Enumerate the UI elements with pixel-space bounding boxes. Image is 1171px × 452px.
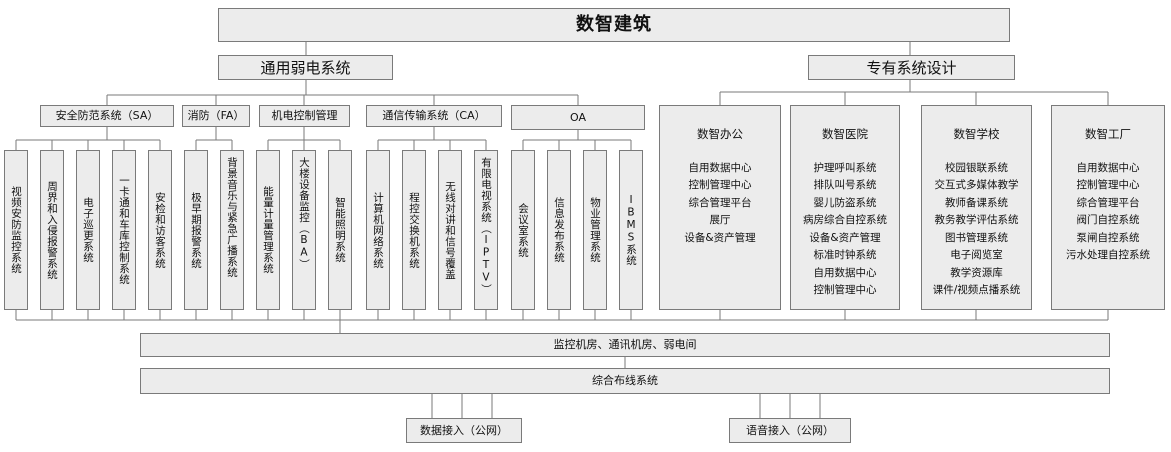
list-item: 展厅 xyxy=(709,214,731,227)
list-item: 病房综合自控系统 xyxy=(803,214,887,227)
list-item: 电子阅览室 xyxy=(950,249,1003,262)
list-item: 设备&资产管理 xyxy=(809,231,881,244)
item-ibms: IBMS系统 xyxy=(619,150,643,310)
item-energy-metering: 能量计量管理系统 xyxy=(256,150,280,310)
group-security: 安全防范系统（SA） xyxy=(40,105,174,127)
list-item: 排队叫号系统 xyxy=(813,179,877,192)
root-node: 数智建筑 xyxy=(218,8,1010,42)
list-item: 控制管理中心 xyxy=(688,179,752,192)
group-fire: 消防（FA） xyxy=(182,105,250,127)
item-card-and-garage: 一卡通和车库控制系统 xyxy=(112,150,136,310)
list-item: 标准时钟系统 xyxy=(813,249,877,262)
group-communication: 通信传输系统（CA） xyxy=(366,105,502,127)
list-item: 综合管理平台 xyxy=(688,196,752,209)
group-oa: OA xyxy=(511,105,645,130)
item-property-management: 物业管理系统 xyxy=(583,150,607,310)
column-smart-office: 数智办公 自用数据中心 控制管理中心 综合管理平台 展厅 设备&资产管理 xyxy=(659,105,781,310)
list-item: 设备&资产管理 xyxy=(684,231,756,244)
list-item: 自用数据中心 xyxy=(688,161,752,174)
machine-room-bar: 监控机房、通讯机房、弱电间 xyxy=(140,333,1110,357)
list-item: 教师备课系统 xyxy=(945,196,1008,209)
column-smart-factory: 数智工厂 自用数据中心 控制管理中心 综合管理平台 阀门自控系统 泵闸自控系统 … xyxy=(1051,105,1165,310)
item-building-automation: 大楼设备监控（BA） xyxy=(292,150,316,310)
item-perimeter-intrusion-alarm: 周界和入侵报警系统 xyxy=(40,150,64,310)
list-item: 综合管理平台 xyxy=(1076,196,1140,209)
list-item: 课件/视频点播系统 xyxy=(932,284,1021,297)
item-wireless-intercom: 无线对讲和信号覆盖 xyxy=(438,150,462,310)
list-item: 护理呼叫系统 xyxy=(813,161,877,174)
list-item: 控制管理中心 xyxy=(1076,179,1140,192)
list-item: 控制管理中心 xyxy=(813,284,877,297)
item-pbx: 程控交换机系统 xyxy=(402,150,426,310)
item-meeting-room: 会议室系统 xyxy=(511,150,535,310)
general-systems-node: 通用弱电系统 xyxy=(218,55,393,80)
list-item: 教务教学评估系统 xyxy=(934,214,1019,227)
voice-access-node: 语音接入（公网） xyxy=(729,418,851,443)
item-cable-tv-iptv: 有限电视系统（IPTV） xyxy=(474,150,498,310)
column-title: 数智学校 xyxy=(953,127,1000,141)
column-smart-school: 数智学校 校园银联系统 交互式多媒体教学 教师备课系统 教务教学评估系统 图书管… xyxy=(921,105,1032,310)
column-title: 数智办公 xyxy=(697,127,743,141)
list-item: 泵闸自控系统 xyxy=(1076,231,1140,244)
item-computer-network: 计算机网络系统 xyxy=(366,150,390,310)
item-background-music-broadcast: 背景音乐与紧急广播系统 xyxy=(220,150,244,310)
list-item: 图书管理系统 xyxy=(945,231,1008,244)
list-item: 婴儿防盗系统 xyxy=(813,196,877,209)
item-early-alarm: 极早期报警系统 xyxy=(184,150,208,310)
column-title: 数智工厂 xyxy=(1085,127,1131,141)
item-smart-lighting: 智能照明系统 xyxy=(328,150,352,310)
column-title: 数智医院 xyxy=(822,127,868,141)
group-mep: 机电控制管理 xyxy=(259,105,350,127)
item-info-display: 信息发布系统 xyxy=(547,150,571,310)
item-patrol-system: 电子巡更系统 xyxy=(76,150,100,310)
data-access-node: 数据接入（公网） xyxy=(406,418,522,443)
list-item: 教学资源库 xyxy=(950,266,1003,279)
column-smart-hospital: 数智医院 护理呼叫系统 排队叫号系统 婴儿防盗系统 病房综合自控系统 设备&资产… xyxy=(790,105,900,310)
item-video-surveillance: 视频安防监控系统 xyxy=(4,150,28,310)
special-systems-node: 专有系统设计 xyxy=(808,55,1015,80)
list-item: 阀门自控系统 xyxy=(1076,214,1140,227)
list-item: 交互式多媒体教学 xyxy=(934,179,1019,192)
list-item: 校园银联系统 xyxy=(945,161,1008,174)
cabling-bar: 综合布线系统 xyxy=(140,368,1110,394)
list-item: 自用数据中心 xyxy=(1076,161,1140,174)
list-item: 污水处理自控系统 xyxy=(1066,249,1150,262)
list-item: 自用数据中心 xyxy=(813,266,877,279)
item-security-check-visitor: 安检和访客系统 xyxy=(148,150,172,310)
